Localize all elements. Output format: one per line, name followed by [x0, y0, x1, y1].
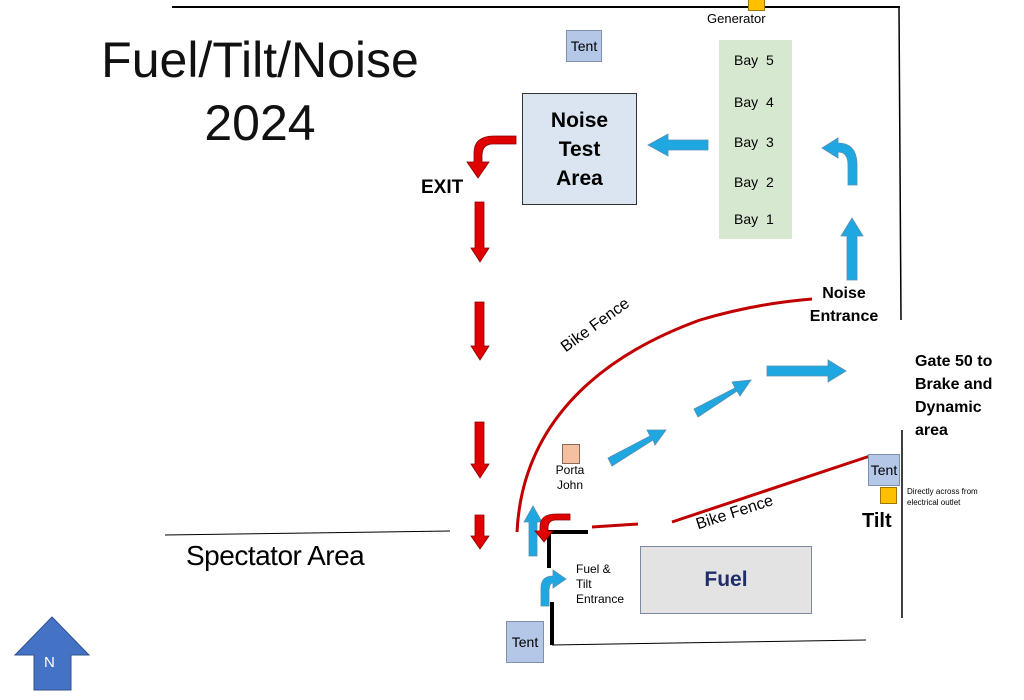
fuel-tilt-entrance-label: Fuel & Tilt Entrance [576, 562, 624, 607]
outlet-note: Directly across from electrical outlet [907, 486, 978, 508]
arrow-up-noise-entrance [840, 217, 864, 281]
porta-john-label: Porta John [550, 463, 590, 493]
tent-tilt: Tent [868, 454, 900, 486]
porta-john-marker [562, 444, 580, 464]
arrow-diag-lower [607, 429, 667, 467]
title-line-2: 2024 [204, 95, 316, 151]
north-label: N [44, 654, 55, 671]
bay-3-label: Bay 3 [734, 134, 774, 150]
porta-john-line-1: Porta [555, 463, 585, 477]
noise-entrance-line-2: Entrance [809, 308, 879, 325]
bay-1-label: Bay 1 [734, 211, 774, 227]
exit-arrows [466, 135, 571, 550]
noise-area-line-3: Area [556, 166, 603, 190]
north-arrow-shape [13, 616, 91, 691]
bay-4-label: Bay 4 [734, 94, 774, 110]
bay-area [719, 40, 792, 239]
fuel-return-curve-arrow [534, 513, 571, 543]
tent-label: Tent [870, 462, 898, 478]
exit-arrow-down [470, 514, 490, 550]
fuel-tilt-entrance-line-1: Fuel & [576, 562, 611, 576]
bottom-boundary-line [551, 639, 867, 646]
noise-test-area: Noise Test Area [522, 93, 637, 205]
tent-fuel-entrance: Tent [506, 621, 544, 663]
exit-arrow-down [470, 421, 490, 479]
porta-john-line-2: John [556, 478, 584, 492]
map-title: Fuel/Tilt/Noise 2024 [60, 30, 460, 153]
noise-entrance-label: Noise Entrance [800, 282, 888, 328]
flow-arrows [523, 133, 864, 607]
exit-curve-arrow [466, 135, 517, 179]
gate-line-3: Dynamic [915, 399, 982, 416]
bike-fence-lower [671, 454, 871, 524]
arrow-east-to-gate [766, 359, 847, 383]
arrow-west-to-noise [647, 133, 709, 157]
noise-area-line-1: Noise [550, 108, 609, 132]
exit-label: EXIT [421, 177, 464, 198]
arrow-diag-upper [693, 379, 752, 418]
bay-5-label: Bay 5 [734, 52, 774, 68]
fuel-label: Fuel [704, 568, 748, 591]
arrow-up-fuel-lane [523, 505, 543, 557]
arrow-curve-fuel-entrance [540, 569, 567, 607]
noise-entrance-line-1: Noise [822, 285, 866, 302]
spectator-boundary-line [164, 530, 451, 536]
exit-arrow-down [470, 301, 490, 361]
electrical-outlet-marker [880, 487, 897, 504]
gate-label: Gate 50 to Brake and Dynamic area [915, 350, 992, 442]
tent-label: Tent [511, 634, 539, 650]
fuel-tilt-entrance-line-3: Entrance [576, 592, 625, 606]
tent-label: Tent [570, 38, 598, 54]
fuel-tilt-entrance-line-2: Tilt [576, 577, 592, 591]
title-line-1: Fuel/Tilt/Noise [101, 32, 419, 88]
arrow-curve-to-bays [821, 137, 858, 186]
gate-line-1: Gate 50 to [915, 353, 993, 370]
tent-top: Tent [566, 30, 602, 62]
exit-arrow-down [470, 201, 490, 263]
outlet-note-line-2: electrical outlet [907, 498, 961, 507]
right-boundary-line [898, 6, 902, 321]
spectator-area-label: Spectator Area [186, 540, 365, 571]
fuel-area: Fuel [640, 546, 812, 614]
noise-area-line-2: Test [558, 137, 601, 161]
tilt-label: Tilt [862, 510, 892, 532]
generator-label: Generator [707, 11, 766, 26]
bay-2-label: Bay 2 [734, 174, 774, 190]
outlet-note-line-1: Directly across from [907, 487, 978, 496]
gate-line-2: Brake and [915, 376, 993, 393]
bike-fence-short [591, 522, 639, 529]
bike-fence-upper [515, 297, 813, 533]
gate-line-4: area [915, 422, 948, 439]
generator-marker [748, 0, 765, 11]
